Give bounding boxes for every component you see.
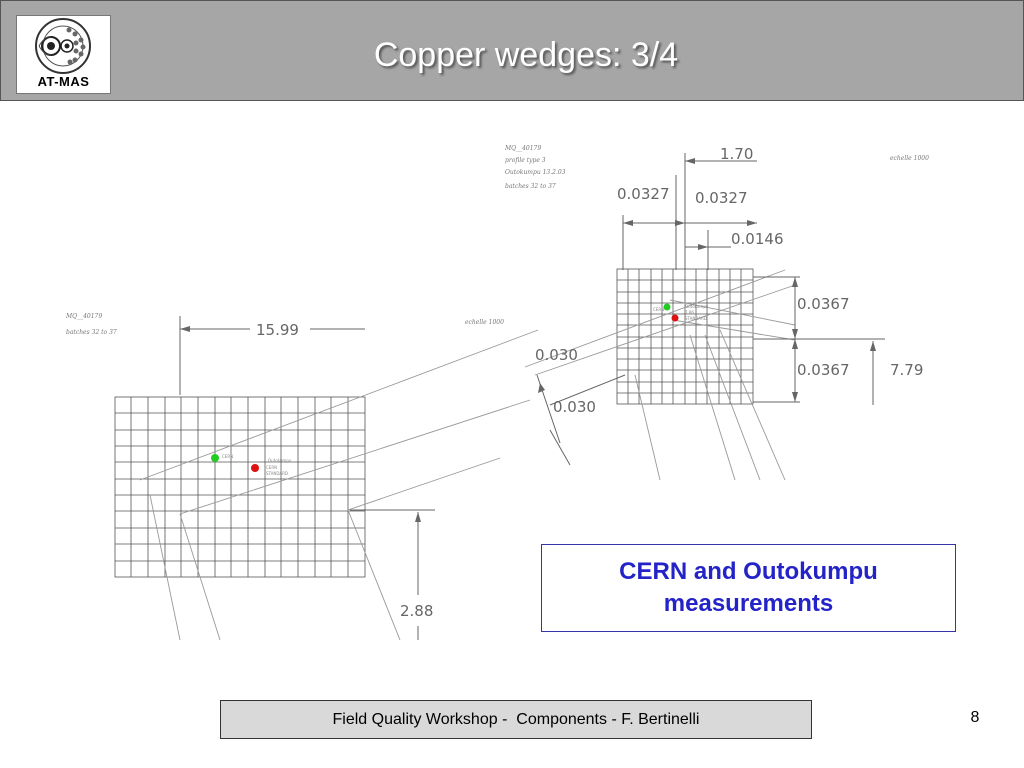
left-note-2: batches 32 to 37	[66, 329, 117, 336]
right-note-1: MQ__40179	[504, 145, 541, 152]
logo-text: AT-MAS	[37, 74, 90, 89]
right-dim-upper-right: 0.0367	[797, 295, 850, 313]
left-red-label-3: STANDARD	[266, 471, 288, 476]
right-dim-left: 0.0327	[617, 185, 670, 203]
right-red-label-1: Outokumpu	[685, 304, 709, 309]
left-measurement-grid	[114, 396, 366, 578]
right-dim-top: 1.70	[720, 145, 753, 163]
right-red-label-3: STANDARD	[685, 316, 707, 321]
left-green-point	[211, 454, 219, 462]
caption-line-1: CERN and Outokumpu	[619, 558, 878, 585]
right-note-3: Outokumpu 13.2.03	[505, 169, 566, 176]
left-red-label-1: Outokumpu	[268, 458, 292, 463]
footer-bar: Field Quality Workshop - Components - F.…	[220, 700, 812, 739]
right-green-label: CERN	[653, 307, 664, 312]
right-dim-inner: 0.0146	[731, 230, 784, 248]
right-wedge-outline	[524, 269, 796, 480]
right-dim-right: 0.0327	[695, 189, 748, 207]
magnet-cross-section-icon	[35, 18, 91, 74]
right-measurement-grid	[616, 268, 754, 405]
left-note-1: MQ__40179	[65, 313, 102, 320]
right-wedge-drawing: MQ__40179 profile type 3 Outokumpu 13.2.…	[504, 145, 929, 480]
left-wedge-drawing: MQ__40179 batches 32 to 37 echelle 1000 …	[65, 313, 539, 641]
at-mas-logo: AT-MAS	[16, 15, 111, 94]
caption-box: CERN and Outokumpu measurements	[541, 544, 956, 632]
slide-title: Copper wedges: 3/4	[373, 36, 679, 74]
left-red-label-2: CERN	[266, 465, 277, 470]
slide-header: AT-MAS Copper wedges: 3/4	[0, 0, 1024, 101]
left-wedge-outline	[139, 329, 539, 641]
left-dim-width: 15.99	[256, 321, 299, 339]
right-scale-note: echelle 1000	[890, 155, 929, 162]
right-green-point	[663, 303, 671, 311]
footer-text: Field Quality Workshop - Components - F.…	[332, 710, 700, 728]
right-dim-angle-2: 0.030	[553, 398, 596, 416]
right-dim-total-right: 7.79	[890, 361, 923, 379]
right-note-4: batches 32 to 37	[505, 183, 556, 190]
caption-line-2: measurements	[663, 590, 834, 617]
page-number: 8	[970, 709, 980, 726]
right-red-point	[671, 314, 679, 322]
left-dim-height: 2.88	[400, 602, 433, 620]
right-note-2: profile type 3	[505, 157, 546, 164]
right-red-label-2: 7.86	[685, 310, 694, 315]
right-dim-angle-1: 0.030	[535, 346, 578, 364]
left-red-point	[251, 464, 259, 472]
right-dim-lower-right: 0.0367	[797, 361, 850, 379]
left-scale-note: echelle 1000	[465, 319, 504, 326]
left-green-label: CERN	[222, 454, 233, 459]
caption-text: CERN and Outokumpu measurements	[542, 556, 955, 620]
